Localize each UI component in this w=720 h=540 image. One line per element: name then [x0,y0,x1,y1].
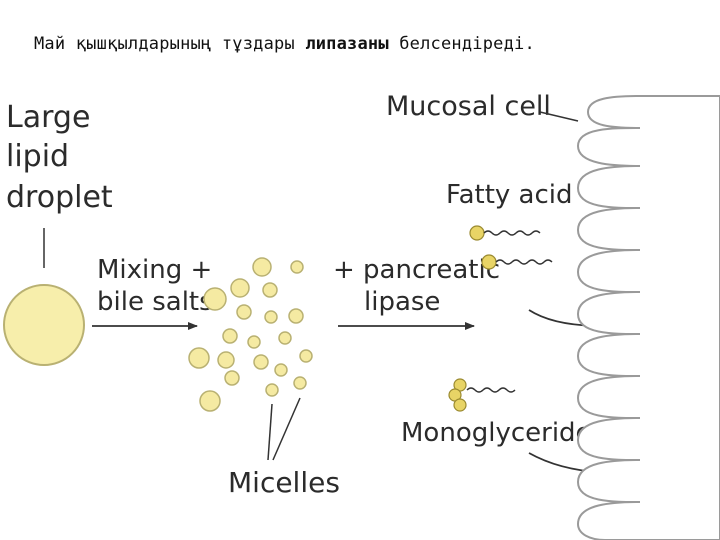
glycerol-head [453,398,467,412]
micelle [222,328,238,344]
label-micelles: Micelles [228,466,340,499]
micelle-pointer-line [272,397,301,461]
label-mixing: Mixing + [97,255,212,285]
label-large: Large [6,100,90,135]
micelle [288,308,304,324]
micelle [293,376,307,390]
label-mucosal-cell: Mucosal cell [386,91,551,122]
micelle [203,287,227,311]
micelle [217,351,235,369]
micelle [230,278,250,298]
micelle [278,331,292,345]
slide-caption: Май қышқылдарының тұздары липазаны белсе… [34,34,535,54]
micelle [188,347,210,369]
label-bile-salts: bile salts [97,287,213,317]
label-lipase: lipase [364,287,440,317]
monoglyceride-tail [466,387,516,393]
mucosal-cell-membrane [576,95,720,540]
micelle [262,282,278,298]
micelle [264,310,278,324]
fatty-acid-molecule [469,225,541,241]
micelle [253,354,269,370]
label-pancreatic: + pancreatic [333,255,500,285]
micelle [247,335,261,349]
micelle [199,390,221,412]
mucosal-pointer-line [539,111,579,122]
fatty-acid-molecule [481,254,553,270]
fatty-acid-tail [495,259,553,265]
micelle [274,363,288,377]
label-fatty-acid: Fatty acid [446,180,573,210]
large-lipid-droplet [3,284,85,366]
micelle [299,349,313,363]
label-monoglyceride: Monoglyceride [401,418,592,448]
micelle [236,304,252,320]
caption-text-bold: липазаны [305,34,389,54]
micelle [252,257,272,277]
fatty-acid-head [469,225,485,241]
fatty-acid-tail [483,230,541,236]
label-droplet: droplet [6,180,113,215]
caption-text-end: белсендіреді. [388,34,535,54]
micelle-pointer-line [267,403,273,461]
micelle-cluster [188,257,313,412]
monoglyceride-molecule [448,378,516,412]
label-lipid: lipid [6,139,69,174]
caption-text-start: Май қышқылдарының тұздары [34,34,306,54]
micelle [265,383,279,397]
micelle [224,370,240,386]
fatty-acid-head [481,254,497,270]
micelle [290,260,304,274]
